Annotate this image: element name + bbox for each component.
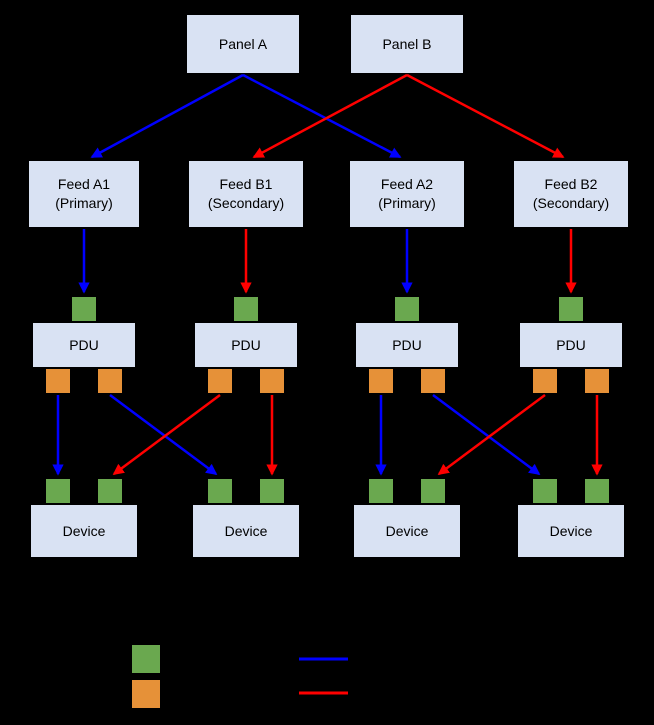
device3-box: Device — [353, 504, 461, 558]
arrow-pdu1-to-device2 — [109, 393, 218, 476]
pdu3-label: PDU — [392, 336, 422, 353]
feed-a1-role: (Primary) — [55, 195, 113, 211]
panel-a-box: Panel A — [186, 14, 300, 74]
pdu3-box: PDU — [355, 322, 459, 368]
device4-label: Device — [549, 522, 593, 539]
pdu2-input-port-green — [233, 296, 259, 322]
feed-b1-role: (Secondary) — [207, 195, 285, 211]
legend-orange-square-swatch — [131, 679, 161, 709]
pdu1-input-port-green — [71, 296, 97, 322]
pdu1-output-port-right-orange — [97, 368, 123, 394]
arrow-panel-a-to-feed-a2 — [242, 73, 402, 159]
arrow-pdu2-to-device1 — [112, 393, 221, 476]
device4-input-port-right-green — [584, 478, 610, 504]
pdu3-input-port-green — [394, 296, 420, 322]
pdu2-output-port-right-orange — [259, 368, 285, 394]
arrow-panel-b-to-feed-b2 — [406, 73, 565, 159]
feed-a2-box: Feed A2 (Primary) — [349, 160, 465, 228]
device3-input-port-left-green — [368, 478, 394, 504]
pdu1-label: PDU — [69, 336, 99, 353]
panel-a-label: Panel A — [218, 35, 268, 52]
pdu3-output-port-left-orange — [368, 368, 394, 394]
device3-label: Device — [385, 522, 429, 539]
feed-b2-name: Feed B2 — [544, 176, 598, 192]
pdu2-box: PDU — [194, 322, 298, 368]
pdu1-box: PDU — [32, 322, 136, 368]
arrow-panel-a-to-feed-a1 — [90, 73, 244, 159]
legend-green-square-swatch — [131, 644, 161, 674]
device2-box: Device — [192, 504, 300, 558]
pdu4-output-port-right-orange — [584, 368, 610, 394]
feed-a2-role: (Primary) — [378, 195, 436, 211]
device1-label: Device — [62, 522, 106, 539]
arrow-pdu4-to-device3 — [437, 393, 546, 476]
device2-label: Device — [224, 522, 268, 539]
device4-box: Device — [517, 504, 625, 558]
pdu3-output-port-right-orange — [420, 368, 446, 394]
device1-input-port-right-green — [97, 478, 123, 504]
device2-input-port-left-green — [207, 478, 233, 504]
feed-a2-name: Feed A2 — [380, 176, 434, 192]
device3-input-port-right-green — [420, 478, 446, 504]
device1-input-port-left-green — [45, 478, 71, 504]
device4-input-port-left-green — [532, 478, 558, 504]
pdu4-input-port-green — [558, 296, 584, 322]
arrow-pdu3-to-device4 — [432, 393, 541, 476]
pdu4-label: PDU — [556, 336, 586, 353]
feed-b1-box: Feed B1 (Secondary) — [188, 160, 304, 228]
panel-b-box: Panel B — [350, 14, 464, 74]
pdu4-output-port-left-orange — [532, 368, 558, 394]
feed-a1-box: Feed A1 (Primary) — [28, 160, 140, 228]
pdu1-output-port-left-orange — [45, 368, 71, 394]
panel-b-label: Panel B — [382, 35, 432, 52]
pdu2-label: PDU — [231, 336, 261, 353]
feed-b2-box: Feed B2 (Secondary) — [513, 160, 629, 228]
pdu2-output-port-left-orange — [207, 368, 233, 394]
device2-input-port-right-green — [259, 478, 285, 504]
arrow-panel-b-to-feed-b1 — [252, 73, 408, 159]
device1-box: Device — [30, 504, 138, 558]
pdu4-box: PDU — [519, 322, 623, 368]
feed-b1-name: Feed B1 — [219, 176, 273, 192]
feed-a1-name: Feed A1 — [57, 176, 111, 192]
feed-b2-role: (Secondary) — [532, 195, 610, 211]
